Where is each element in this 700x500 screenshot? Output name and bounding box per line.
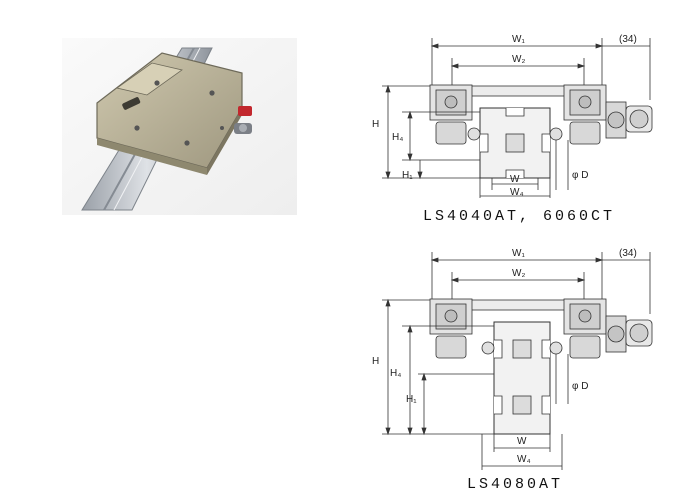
label-h1: H₁ xyxy=(406,394,417,405)
label-phi-d: φ D xyxy=(572,381,588,392)
label-h: H xyxy=(372,356,379,367)
profile-4080 xyxy=(493,321,551,435)
label-phi-d: φ D xyxy=(572,170,588,181)
label-dim34: (34) xyxy=(619,248,637,259)
diagram-ls4080at: W₁ (34) W₂ H H₄ H₁ W W₄ φ D xyxy=(372,248,653,470)
label-w1: W₁ xyxy=(512,248,525,259)
label-w4: W₄ xyxy=(517,454,531,465)
label-h4: H₄ xyxy=(390,368,401,379)
label-w1: W₁ xyxy=(512,34,525,45)
label-h: H xyxy=(372,119,379,130)
caption-ls4040at: LS4040AT, 6060CT xyxy=(423,208,616,225)
label-dim34: (34) xyxy=(619,34,637,45)
label-h1: H₁ xyxy=(402,170,413,181)
label-h4: H₄ xyxy=(392,132,403,143)
caption-ls4080at: LS4080AT xyxy=(467,476,564,493)
diagram-ls4040at: W₁ (34) W₂ H H₄ H₁ W W₄ φ D xyxy=(372,34,653,198)
label-w: W xyxy=(517,436,527,447)
label-w4: W₄ xyxy=(510,187,524,198)
lock-knob xyxy=(238,106,252,116)
label-w: W xyxy=(510,174,520,185)
label-w2: W₂ xyxy=(512,268,525,279)
product-photo xyxy=(62,38,297,215)
label-w2: W₂ xyxy=(512,54,525,65)
